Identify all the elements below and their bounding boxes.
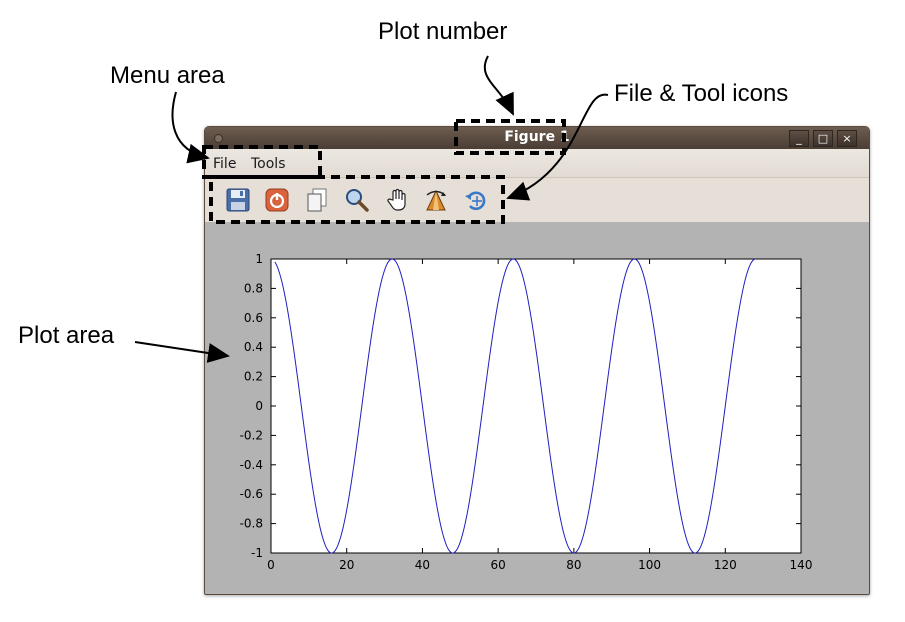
x-tick-label: 40 <box>415 558 430 572</box>
pan-hand-icon <box>387 188 406 211</box>
rotate-button[interactable] <box>423 187 449 213</box>
x-tick-label: 140 <box>790 558 813 572</box>
y-tick-label: -0.2 <box>240 428 263 442</box>
y-tick-label: 0.8 <box>244 281 263 295</box>
annotation-plot-area: Plot area <box>18 322 115 349</box>
reset-view-button[interactable] <box>463 187 489 213</box>
maximize-button[interactable]: □ <box>813 130 833 147</box>
x-tick-label: 0 <box>267 558 275 572</box>
plot-canvas[interactable]: 0 20 40 60 80 100 120 140 1 0.8 0.6 0.4 0.2 0 -0.2 -0.4… <box>205 222 869 594</box>
x-tick-label: 60 <box>491 558 506 572</box>
axes-box <box>270 258 802 554</box>
y-tick-label: 0.2 <box>244 370 263 384</box>
y-tick-label: 0 <box>255 399 263 413</box>
copy-icon <box>307 188 327 212</box>
save-button[interactable] <box>225 187 251 213</box>
annotation-file-tool-icons: File & Tool icons <box>614 80 789 107</box>
y-tick-label: 0.6 <box>244 311 263 325</box>
zoom-button[interactable] <box>344 187 370 213</box>
y-tick-label: -0.6 <box>240 487 263 501</box>
y-tick-label: 1 <box>255 252 263 266</box>
window-title: Figure 1 <box>504 129 570 145</box>
y-tick-label: 0.4 <box>244 340 263 354</box>
arrow-menu-area <box>171 91 210 164</box>
title-bar[interactable]: Figure 1 _ □ × <box>205 127 869 149</box>
series-line <box>274 258 756 554</box>
arrow-plot-number <box>483 55 514 116</box>
menu-file[interactable]: File <box>213 156 237 172</box>
power-icon <box>265 188 289 212</box>
y-tick-label: -1 <box>251 546 263 560</box>
copy-button[interactable] <box>304 187 330 213</box>
x-tick-label: 20 <box>339 558 354 572</box>
figure-window: Figure 1 _ □ × File Tools <box>204 126 870 595</box>
plot-area[interactable]: 0 20 40 60 80 100 120 140 1 0.8 0.6 0.4 0.2 0 -0.2 -0.4… <box>205 222 869 594</box>
annotation-plot-number: Plot number <box>378 18 508 45</box>
x-tick-label: 100 <box>638 558 661 572</box>
x-tick-label: 80 <box>566 558 581 572</box>
window-menu-dot-icon[interactable] <box>214 134 223 143</box>
save-icon <box>226 188 250 212</box>
minimize-button[interactable]: _ <box>789 130 809 147</box>
menu-tools[interactable]: Tools <box>251 156 286 172</box>
zoom-icon <box>346 189 369 212</box>
rotate-icon <box>426 189 446 211</box>
y-tick-label: -0.8 <box>240 517 263 531</box>
y-tick-label: -0.4 <box>240 458 263 472</box>
toolbar <box>205 178 869 222</box>
stop-button[interactable] <box>264 187 290 213</box>
close-button[interactable]: × <box>837 130 857 147</box>
reset-view-icon <box>465 191 486 211</box>
annotation-menu-area: Menu area <box>110 62 225 89</box>
x-tick-label: 120 <box>714 558 737 572</box>
pan-button[interactable] <box>384 187 410 213</box>
menu-bar: File Tools <box>205 149 869 178</box>
